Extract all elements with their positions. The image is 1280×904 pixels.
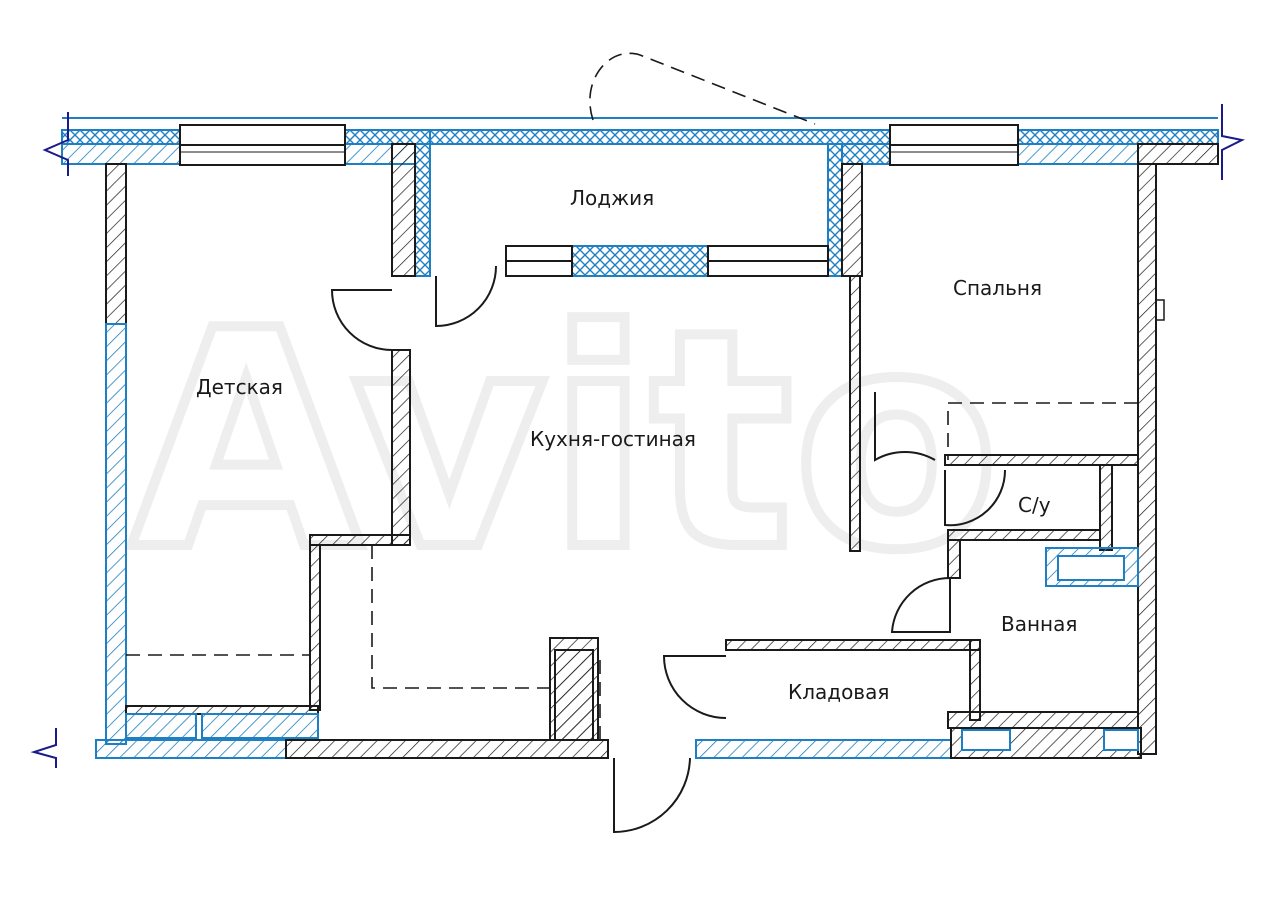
bedroom-walls (841, 163, 1165, 755)
room-label-kitchen: Кухня-гостиная (530, 427, 696, 451)
doors (330, 265, 1007, 834)
room-label-kids: Детская (196, 375, 283, 399)
break-mark-top-left (42, 112, 69, 176)
break-mark-bottom-left (30, 728, 57, 768)
top-wall (61, 117, 1219, 166)
room-label-storage: Кладовая (788, 680, 889, 704)
bottom-wall (95, 545, 1142, 759)
kids-room-walls (105, 143, 416, 745)
break-mark-top-right (1221, 104, 1246, 180)
room-label-bath: Ванная (1001, 612, 1077, 636)
room-label-bedroom: Спальня (953, 276, 1042, 300)
room-label-loggia: Лоджия (570, 186, 654, 210)
room-label-wc: С/у (1018, 493, 1051, 517)
loggia-walls (414, 52, 843, 277)
storage-walls (725, 639, 1139, 751)
